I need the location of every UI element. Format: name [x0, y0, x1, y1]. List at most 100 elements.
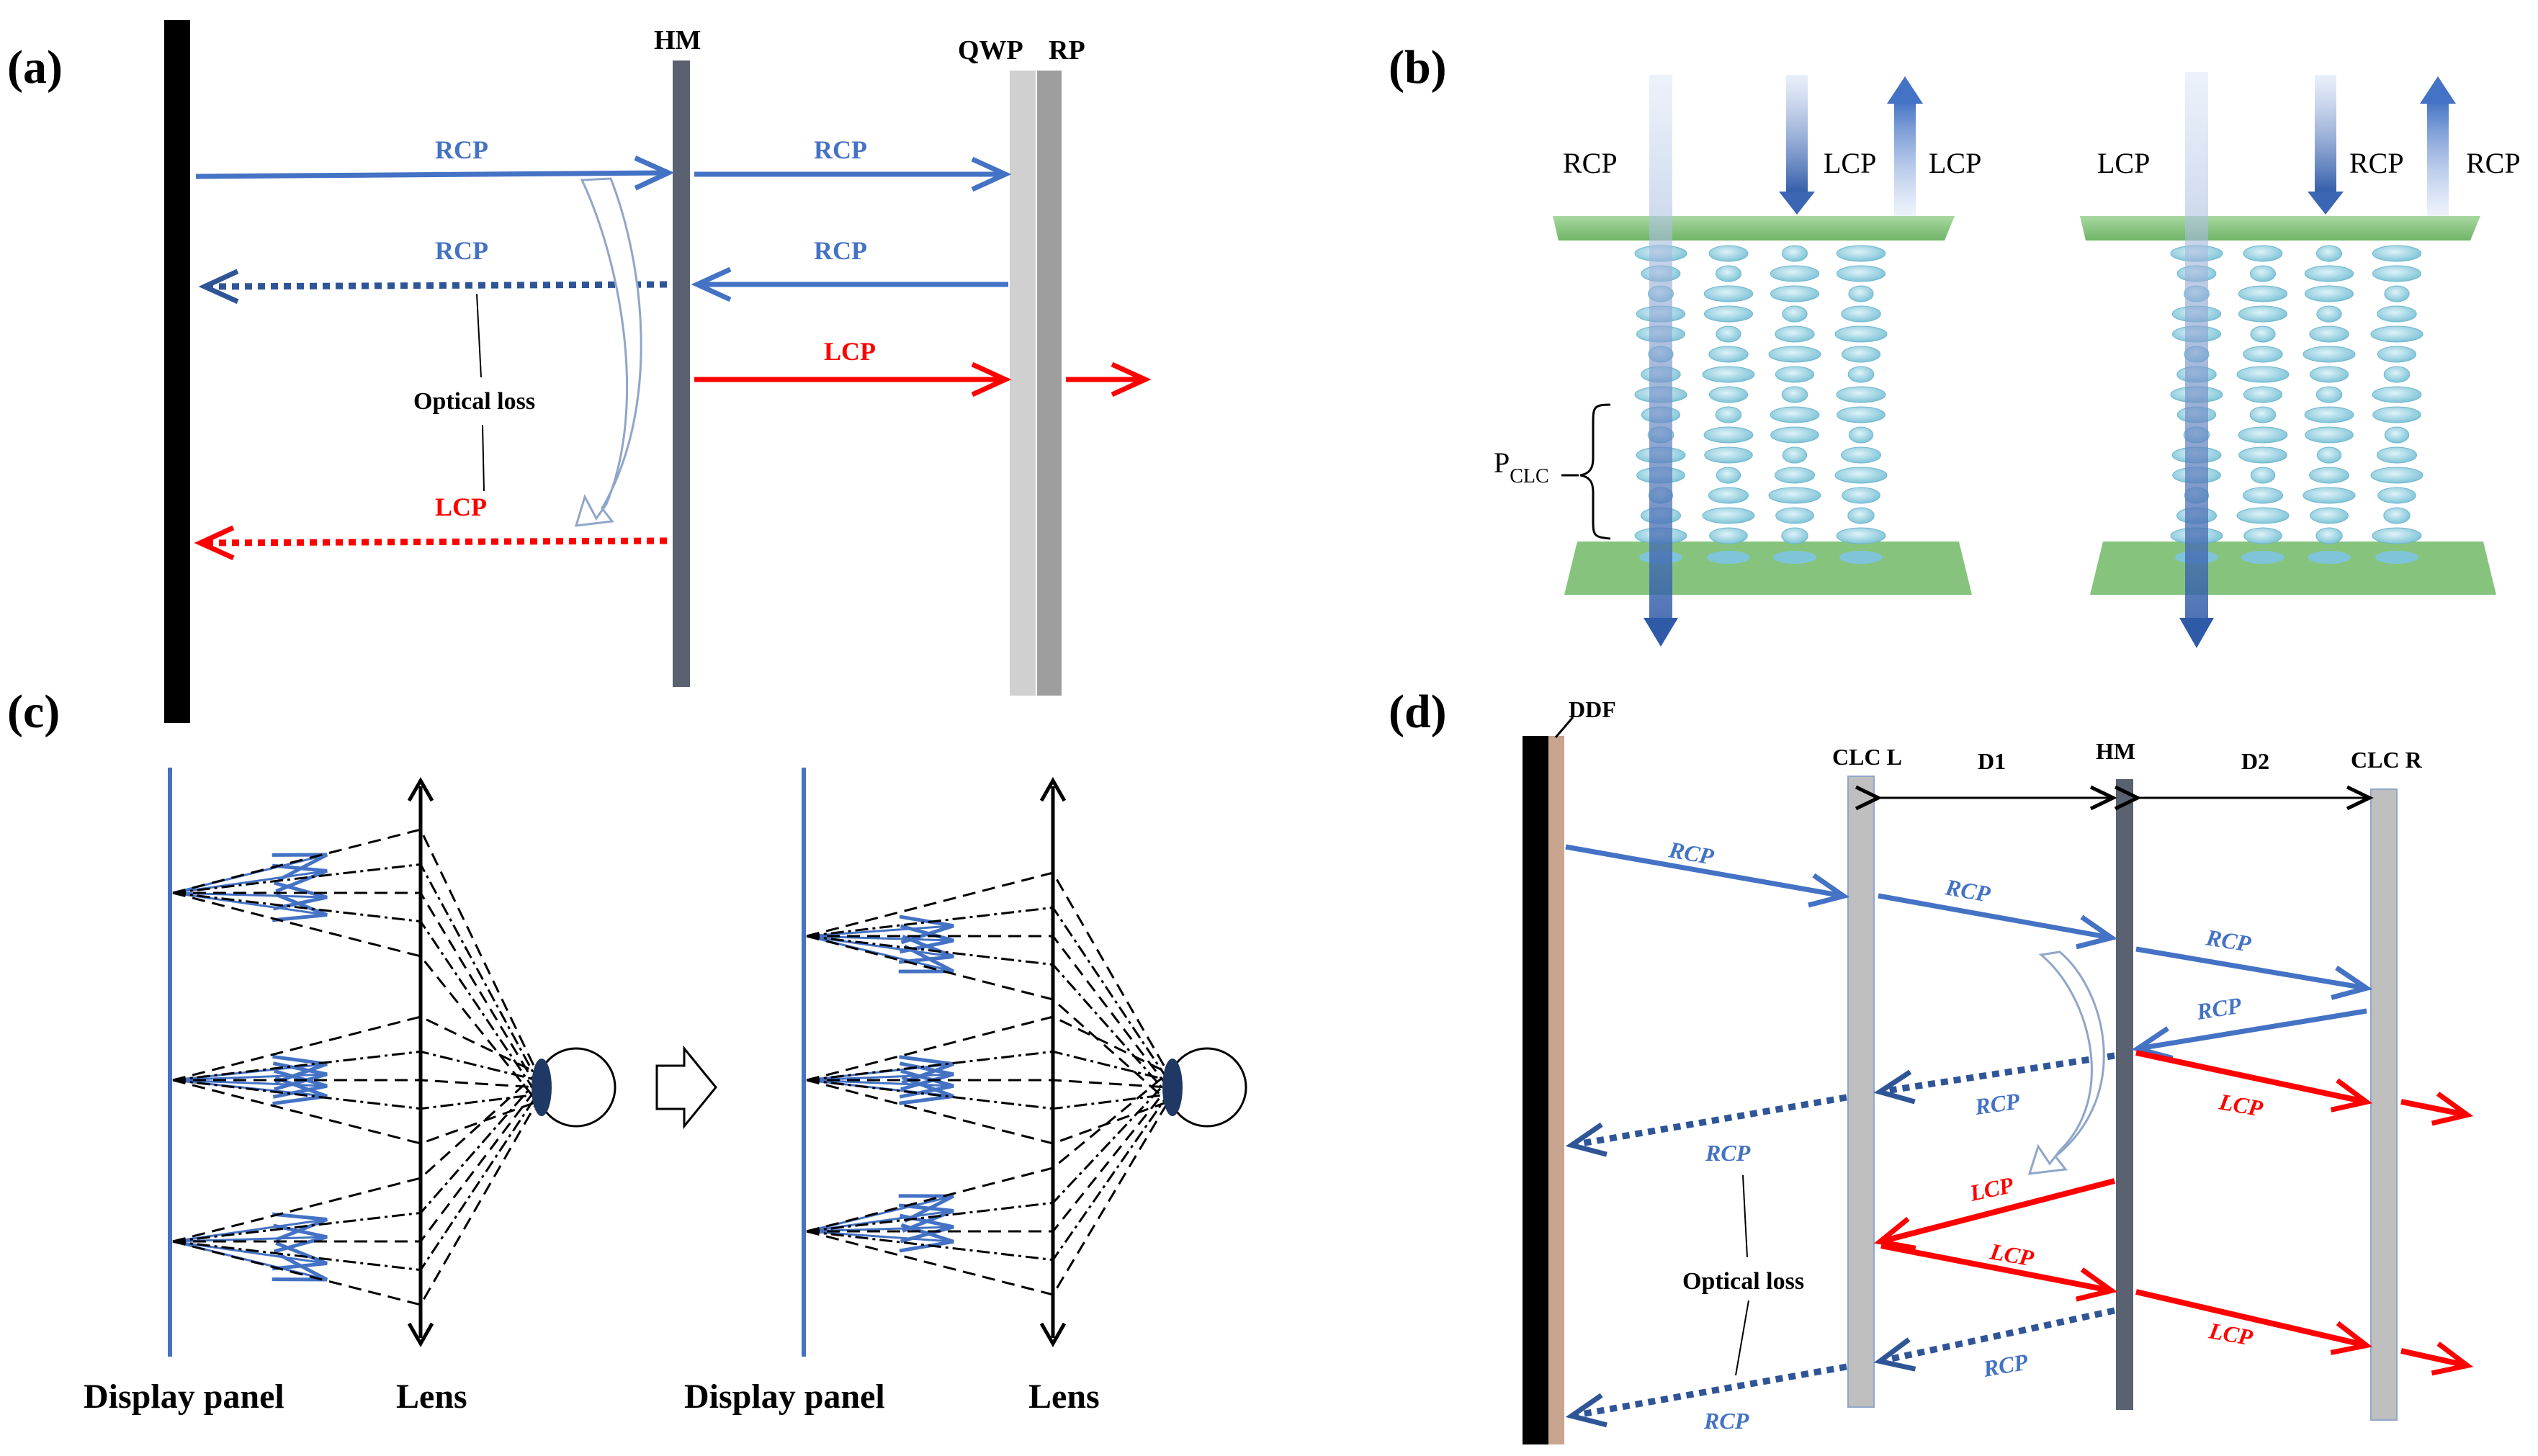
lens-arrow-bottom-2 — [1039, 1322, 1067, 1348]
chief-ray — [172, 1079, 539, 1243]
lc-molecule — [1770, 285, 1819, 302]
lc-molecule — [1781, 386, 1808, 403]
hm-plate-d — [2116, 779, 2133, 1410]
lc-molecule — [2370, 325, 2423, 343]
loss-pointer-a1 — [476, 293, 482, 378]
left-label-lcp-out: LCP — [1929, 147, 1981, 179]
lc-helices-left — [1634, 245, 1888, 564]
beam-through-right — [2185, 72, 2208, 621]
clc-cell-left: RCP LCP LCP — [1553, 75, 1981, 647]
lc-molecule — [1775, 467, 1815, 484]
chief-ray — [806, 1094, 1170, 1262]
lc-molecule — [2372, 265, 2421, 282]
lc-molecule — [2304, 265, 2354, 282]
lc-molecule — [1836, 527, 1886, 544]
ray-a5-label: LCP — [824, 337, 876, 366]
ray-d4-label: RCP — [2194, 992, 2243, 1025]
lc-molecule — [1841, 346, 1881, 363]
caption-lens-1: Lens — [396, 1378, 467, 1416]
ray-d2-label: RCP — [1943, 873, 1993, 907]
chief-ray — [806, 1079, 1169, 1145]
chief-ray — [807, 1087, 1170, 1233]
ray-d7-label: RCP — [1705, 1140, 1751, 1166]
ray-d2 — [1878, 893, 2118, 950]
chief-ray — [172, 891, 539, 1102]
lc-molecule — [1775, 507, 1814, 524]
lc-molecule — [2316, 446, 2342, 464]
display-black-bar-d — [1523, 736, 1548, 1444]
clc-r-label: CLC R — [2351, 747, 2423, 773]
clc-l-plate — [1847, 776, 1875, 1408]
chief-ray — [172, 828, 539, 1074]
chief-ray — [807, 935, 1170, 1088]
lc-molecule — [1770, 265, 1820, 282]
lc-molecule — [1847, 366, 1875, 383]
lc-molecule — [1836, 245, 1886, 262]
chief-ray — [172, 1094, 539, 1272]
lens-arrow-top-1 — [407, 776, 434, 802]
lc-molecule — [1702, 507, 1755, 524]
loss-pointer-d2 — [1735, 1300, 1749, 1376]
lc-molecule — [2238, 446, 2287, 464]
rp-plate — [1037, 71, 1062, 696]
lc-molecule — [2302, 487, 2356, 504]
d2-label: D2 — [2241, 748, 2269, 774]
loss-pointer-d1 — [1742, 1174, 1748, 1258]
chief-ray — [173, 1079, 538, 1089]
config-proposed: Display panel Lens — [684, 768, 1247, 1416]
lc-molecule — [1834, 467, 1888, 484]
lc-molecule — [2250, 325, 2276, 343]
lc-molecule — [1782, 446, 1808, 464]
display-black-bar — [164, 20, 190, 723]
lc-molecule — [1847, 507, 1875, 524]
lc-molecule — [2302, 346, 2356, 363]
lc-helices-right — [2170, 245, 2423, 564]
lc-molecule — [1837, 406, 1885, 423]
lc-molecule — [2383, 366, 2411, 383]
left-label-lcp-in: LCP — [1824, 147, 1876, 179]
lc-molecule — [1703, 426, 1754, 444]
ray-a6-label: LCP — [435, 493, 487, 521]
lc-molecule — [2377, 446, 2417, 464]
lens-arrow-top-2 — [1039, 776, 1067, 802]
lc-molecule — [1770, 406, 1820, 423]
lc-molecule — [2250, 265, 2276, 282]
lens-arrow-bottom-1 — [407, 1322, 434, 1348]
clc-cell-right: LCP RCP RCP — [2080, 72, 2521, 648]
panel-c-tag: (c) — [7, 686, 60, 738]
ddf-film — [1548, 736, 1564, 1444]
clc-l-label: CLC L — [1832, 744, 1902, 770]
lc-molecule-base — [1707, 551, 1750, 564]
ray-a1-label: RCP — [435, 135, 488, 164]
lc-molecule — [1837, 265, 1885, 282]
transition-arrow — [655, 1045, 717, 1130]
beam-through-right-head — [2179, 618, 2214, 648]
panel-a-tag: (a) — [7, 41, 63, 94]
lc-molecule — [1768, 487, 1821, 504]
bottom-plate-right — [2090, 541, 2496, 595]
lc-molecule — [2384, 285, 2410, 302]
beam-in-right-head — [2308, 192, 2344, 215]
ddf-pointer — [1554, 716, 1574, 738]
lc-molecule — [2383, 507, 2411, 524]
half-mirror-plate — [673, 60, 690, 687]
lc-molecule-base — [2308, 551, 2351, 564]
lc-molecule — [2236, 366, 2290, 383]
lc-molecule — [2370, 467, 2423, 484]
lc-molecule — [1708, 487, 1749, 504]
chief-ray — [806, 1101, 1170, 1296]
d1-label: D1 — [1978, 748, 2006, 774]
lc-molecule — [1781, 527, 1808, 544]
panel-d-tag: (d) — [1389, 686, 1447, 738]
lc-molecule — [2243, 245, 2283, 262]
ray-d8-label: LCP — [1967, 1172, 2016, 1206]
lc-molecule — [2384, 426, 2410, 444]
ray-a4-loss — [198, 269, 668, 304]
lc-molecule — [1834, 325, 1888, 343]
panel-d: (d) DDF CLC L HM CLC R D1 D2 RCP RCP — [1389, 686, 2474, 1444]
lc-molecule — [1703, 285, 1754, 302]
lc-molecule — [1704, 446, 1753, 464]
lc-molecule-base — [1839, 551, 1883, 564]
ray-d3-label: RCP — [2204, 924, 2254, 957]
top-plate-left — [1553, 216, 1955, 241]
